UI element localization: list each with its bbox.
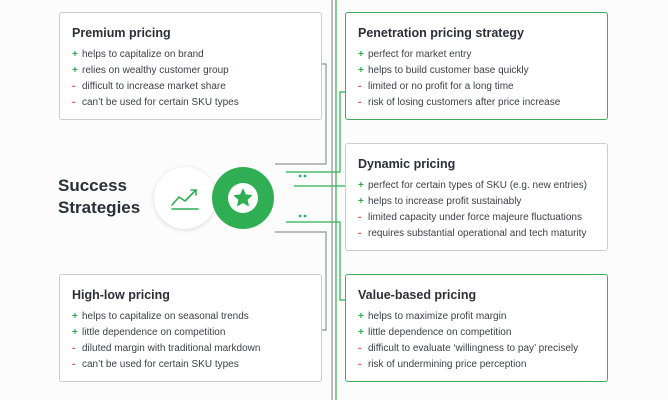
con-item: -risk of undermining price perception (358, 357, 607, 373)
growth-chart-icon (171, 189, 199, 210)
minus-sign: - (72, 343, 76, 354)
star-icon (233, 188, 253, 207)
minus-sign: - (358, 212, 362, 223)
minus-sign: - (358, 228, 362, 239)
item-text: can’t be used for certain SKU types (82, 359, 239, 370)
card-premium-pricing: Premium pricing + helps to capitalize on … (59, 12, 322, 120)
title-line-2: Strategies (58, 198, 141, 217)
con-item: -requires substantial operational and te… (358, 226, 607, 242)
item-text: difficult to evaluate ‘willingness to pa… (368, 343, 579, 354)
pro-item: + helps to increase profit sustainably (358, 194, 607, 210)
connector-high-low (275, 231, 327, 331)
item-text: requires substantial operational and tec… (368, 228, 587, 239)
pro-item: + little dependence on competition (358, 325, 607, 341)
plus-sign: + (72, 65, 78, 76)
item-text: helps to capitalize on seasonal trends (82, 311, 249, 322)
con-item: -limited capacity under force majeure fl… (358, 210, 607, 226)
minus-sign: - (358, 81, 362, 92)
item-text: helps to capitalize on brand (82, 49, 204, 60)
pro-item: + little dependence on competition (72, 325, 321, 341)
plus-sign: + (358, 65, 364, 76)
minus-sign: - (358, 343, 362, 354)
connector-value-based (286, 221, 346, 301)
minus-sign: - (358, 97, 362, 108)
star-badge-inner (228, 183, 258, 213)
item-text: helps to build customer base quickly (368, 65, 529, 76)
item-text: little dependence on competition (82, 327, 226, 338)
card-value-based-pricing: Value-based pricing + helps to maximize p… (345, 274, 608, 382)
con-item: -difficult to evaluate ‘willingness to p… (358, 341, 607, 357)
plus-sign: + (72, 327, 78, 338)
con-item: -limited or no profit for a long time (358, 79, 607, 95)
item-text: little dependence on competition (368, 327, 512, 338)
plus-sign: + (72, 49, 78, 60)
plus-sign: + (358, 180, 364, 191)
con-item: -can’t be used for certain SKU types (72, 95, 321, 111)
item-text: risk of losing customers after price inc… (368, 97, 561, 108)
card-title: Dynamic pricing (358, 157, 456, 171)
item-text: difficult to increase market share (82, 81, 226, 92)
plus-sign: + (358, 49, 364, 60)
pro-item: + perfect for market entry (358, 47, 607, 63)
card-title: High-low pricing (72, 288, 170, 302)
con-item: -risk of losing customers after price in… (358, 95, 607, 111)
minus-sign: - (72, 359, 76, 370)
card-title: Value-based pricing (358, 288, 477, 302)
card-title: Penetration pricing strategy (358, 26, 525, 40)
item-text: diluted margin with traditional markdown (82, 343, 261, 354)
con-item: -can’t be used for certain SKU types (72, 357, 321, 373)
item-text: can’t be used for certain SKU types (82, 97, 239, 108)
pro-item: + relies on wealthy customer group (72, 63, 321, 79)
item-text: perfect for certain types of SKU (e.g. n… (368, 180, 587, 191)
con-item: -difficult to increase market share (72, 79, 321, 95)
diagram-title: Success Strategies (58, 175, 140, 219)
pro-item: + helps to build customer base quickly (358, 63, 607, 79)
item-text: helps to increase profit sustainably (368, 196, 522, 207)
con-item: -diluted margin with traditional markdow… (72, 341, 321, 357)
star-badge (212, 167, 274, 229)
minus-sign: - (358, 359, 362, 370)
card-dynamic-pricing: Dynamic pricing + perfect for certain typ… (345, 143, 608, 251)
item-text: limited capacity under force majeure flu… (368, 212, 582, 223)
plus-sign: + (358, 327, 364, 338)
title-line-1: Success (58, 176, 127, 195)
item-text: risk of undermining price perception (368, 359, 527, 370)
item-text: relies on wealthy customer group (82, 65, 229, 76)
plus-sign: + (72, 311, 78, 322)
card-high-low-pricing: High-low pricing + helps to capitalize on… (59, 274, 322, 382)
card-title: Premium pricing (72, 26, 171, 40)
pro-item: + perfect for certain types of SKU (e.g. … (358, 178, 607, 194)
pro-item: + helps to capitalize on brand (72, 47, 321, 63)
minus-sign: - (72, 97, 76, 108)
minus-sign: - (72, 81, 76, 92)
connector-penetration (286, 91, 346, 173)
plus-sign: + (358, 311, 364, 322)
item-text: helps to maximize profit margin (368, 311, 507, 322)
plus-sign: + (358, 196, 364, 207)
connector-premium (275, 63, 327, 165)
item-text: perfect for market entry (368, 49, 472, 60)
card-penetration-pricing: Penetration pricing strategy + perfect fo… (345, 12, 608, 120)
pro-item: + helps to capitalize on seasonal trends (72, 309, 321, 325)
growth-chart-badge (154, 167, 216, 229)
item-text: limited or no profit for a long time (368, 81, 514, 92)
pro-item: + helps to maximize profit margin (358, 309, 607, 325)
